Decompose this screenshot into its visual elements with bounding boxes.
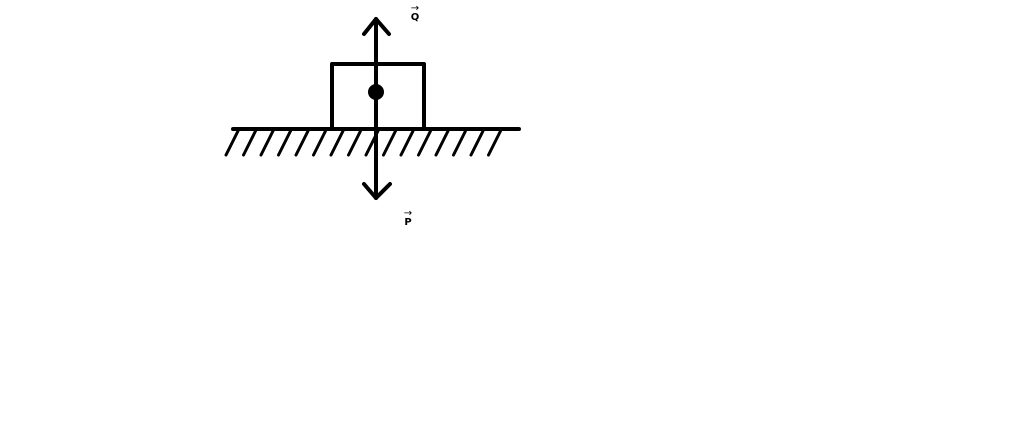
hatch-mark (347, 129, 362, 157)
hatch-mark (224, 129, 240, 157)
hatch-mark (469, 129, 485, 157)
hatch-mark (312, 129, 327, 157)
hatch-mark (417, 129, 432, 157)
force-q-letter: Q (410, 12, 420, 23)
ground-hatching (224, 129, 502, 157)
hatch-mark (294, 129, 310, 157)
force-p-letter: P (404, 217, 412, 228)
force-down-arrowhead (362, 182, 392, 200)
force-p-label: → P (402, 208, 414, 228)
hatch-mark (434, 129, 450, 157)
hatch-mark (399, 129, 415, 157)
hatch-mark (259, 129, 275, 157)
hatch-mark (382, 129, 397, 157)
force-up-arrowhead (362, 17, 391, 36)
hatch-mark (277, 129, 292, 157)
vector-arrow-mark: → (403, 208, 413, 219)
hatch-mark (242, 129, 257, 157)
hatch-mark (487, 129, 502, 157)
hatch-mark (452, 129, 467, 157)
hatch-mark (329, 129, 345, 157)
center-of-mass-point (368, 84, 384, 100)
vector-arrow-mark: → (410, 3, 420, 14)
force-q-label: → Q (409, 3, 421, 23)
